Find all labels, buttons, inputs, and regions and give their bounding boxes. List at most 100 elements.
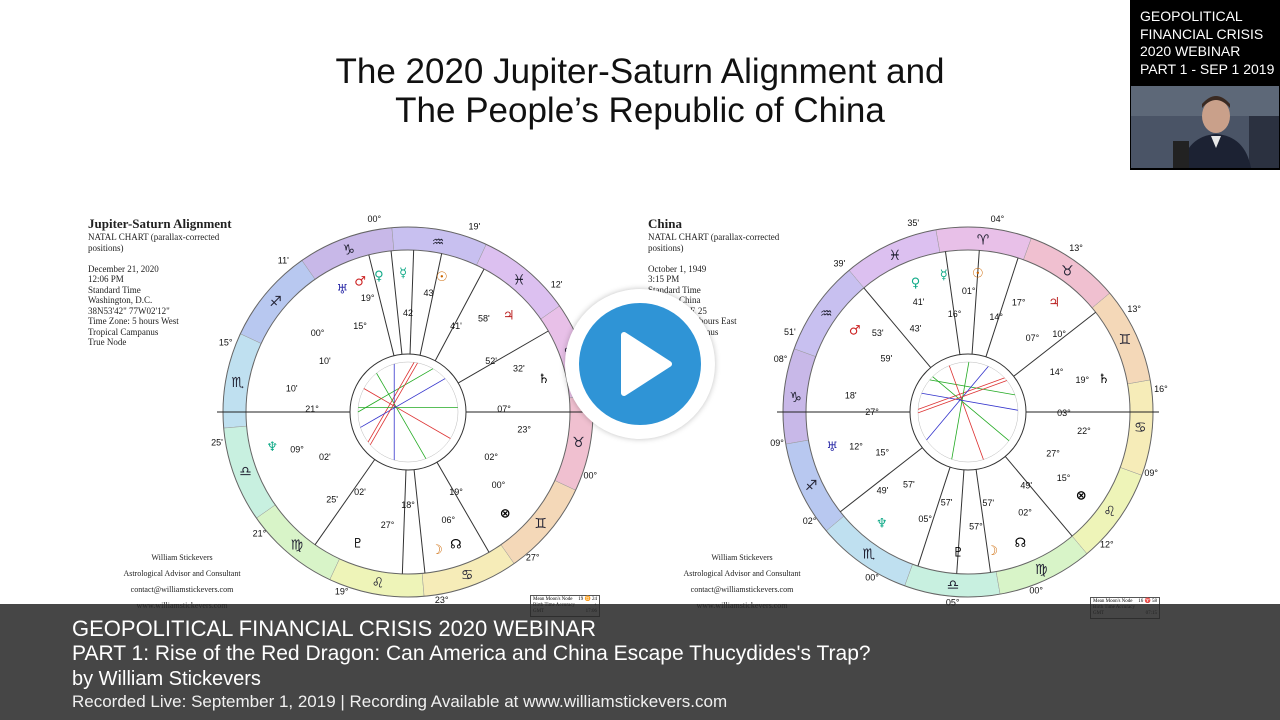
degree-label: 25' <box>326 494 338 504</box>
chart-detail-line: Time Zone: 5 hours West <box>88 316 179 326</box>
degree-label: 04° <box>991 214 1005 224</box>
degree-label: 16° <box>948 309 962 319</box>
house-cusp-line <box>401 469 407 574</box>
house-cusp-line <box>956 469 965 574</box>
degree-label: 07° <box>497 404 511 414</box>
degree-label: 43 <box>423 288 433 298</box>
zodiac-glyph: ♍ <box>291 538 304 554</box>
house-cusp-line <box>985 257 1019 357</box>
degree-label: 19° <box>449 487 463 497</box>
zodiac-glyph: ♍ <box>1035 562 1048 578</box>
degree-label: 00° <box>311 328 325 338</box>
zodiac-glyph: ♎ <box>947 577 960 593</box>
inner-circle <box>349 353 467 471</box>
aspect-line <box>369 362 418 446</box>
degree-label: 10' <box>319 356 331 366</box>
zodiac-glyph: ♊ <box>1119 332 1132 348</box>
play-icon <box>621 332 672 396</box>
planet-glyph: ♆ <box>266 440 278 455</box>
degree-label: 41' <box>450 321 462 331</box>
house-cusp-line <box>840 447 923 513</box>
aspect-line <box>929 379 1016 396</box>
degree-label: 00° <box>1029 586 1043 596</box>
chart-detail-line: positions) <box>88 242 124 253</box>
degree-label: 07° <box>1026 333 1040 343</box>
zodiac-glyph: ♏ <box>862 547 875 563</box>
degree-label: 06° <box>442 515 456 525</box>
credit-line: William Stickevers <box>711 553 773 562</box>
thumbnail-title: GEOPOLITICAL FINANCIAL CRISIS 2020 WEBIN… <box>1140 8 1278 78</box>
play-button-circle[interactable] <box>579 303 701 425</box>
degree-label: 41' <box>913 297 925 307</box>
chart-title-right: China <box>648 216 682 231</box>
house-cusp-line <box>390 250 403 355</box>
planet-glyph: ♆ <box>876 516 888 531</box>
chart-detail-line: NATAL CHART (parallax-corrected <box>88 232 220 242</box>
planet-glyph: ⊗ <box>500 507 511 522</box>
planet-glyph: ♀ <box>911 276 921 291</box>
house-cusp-line <box>917 467 951 567</box>
chart-detail-line: 38N53'42" 77W02'12" <box>88 305 170 316</box>
degree-label: 49' <box>1020 480 1032 490</box>
degree-label: 15° <box>353 321 367 331</box>
planet-glyph: ♅ <box>336 282 348 297</box>
degree-label: 02° <box>803 516 817 526</box>
degree-label: 12° <box>1100 539 1114 549</box>
aspect-line <box>376 372 427 459</box>
house-cusp-line <box>419 253 443 356</box>
degree-label: 49' <box>877 485 889 495</box>
planet-glyph: ♇ <box>352 537 364 552</box>
degree-label: 23° <box>517 424 531 434</box>
degree-label: 53' <box>872 328 884 338</box>
planet-glyph: ☊ <box>450 538 462 553</box>
planet-glyph: ♀ <box>374 269 384 284</box>
presenter-thumbnail: GEOPOLITICAL FINANCIAL CRISIS 2020 WEBIN… <box>1130 0 1280 170</box>
degree-label: 09° <box>1144 468 1158 478</box>
chart-detail-line: 12:06 PM <box>88 274 124 284</box>
house-cusp-line <box>409 250 415 355</box>
degree-label: 58' <box>478 314 490 324</box>
credit-line: Astrological Advisor and Consultant <box>683 569 801 578</box>
degree-label: 57' <box>982 498 994 508</box>
planet-glyph: ☉ <box>436 270 448 285</box>
degree-label: 39' <box>834 259 846 269</box>
degree-label: 13° <box>1069 243 1083 253</box>
planet-glyph: ☉ <box>972 266 984 281</box>
aspect-line <box>363 388 451 439</box>
degree-label: 19° <box>335 586 349 596</box>
degree-label: 15° <box>1057 473 1071 483</box>
play-button[interactable] <box>565 289 715 439</box>
chart-detail-line: Washington, D.C. <box>88 295 153 305</box>
aspect-line <box>360 378 446 428</box>
presenter-body <box>1181 134 1251 168</box>
planet-glyph: ☊ <box>1015 536 1027 551</box>
thumbnail-line-3: 2020 WEBINAR <box>1140 43 1241 59</box>
degree-label: 52' <box>485 356 497 366</box>
zodiac-glyph: ♓ <box>513 272 526 288</box>
degree-label: 16° <box>1154 384 1168 394</box>
degree-label: 05° <box>918 514 932 524</box>
planet-glyph: ♅ <box>826 440 838 455</box>
degree-label: 43' <box>910 324 922 334</box>
aspect-line <box>357 368 434 413</box>
inner-circle <box>909 353 1027 471</box>
degree-label: 02' <box>319 452 331 462</box>
house-cusp-line <box>314 459 376 545</box>
aspect-line <box>932 376 1010 441</box>
aspect-line <box>926 366 989 441</box>
house-cusp-line <box>975 469 992 573</box>
planet-glyph: ♂ <box>354 274 366 289</box>
house-cusp-line <box>1013 311 1096 377</box>
degree-label: 15° <box>876 447 890 457</box>
zodiac-glyph: ♉ <box>572 435 585 451</box>
zodiac-glyph: ♋ <box>1134 420 1147 436</box>
degree-label: 18' <box>845 390 857 400</box>
zodiac-glyph: ♐ <box>805 478 818 494</box>
degree-label: 10° <box>1052 329 1066 339</box>
degree-label: 02' <box>354 487 366 497</box>
degree-label: 14° <box>989 312 1003 322</box>
chart-detail-line: positions) <box>648 242 684 253</box>
degree-label: 09° <box>770 438 784 448</box>
